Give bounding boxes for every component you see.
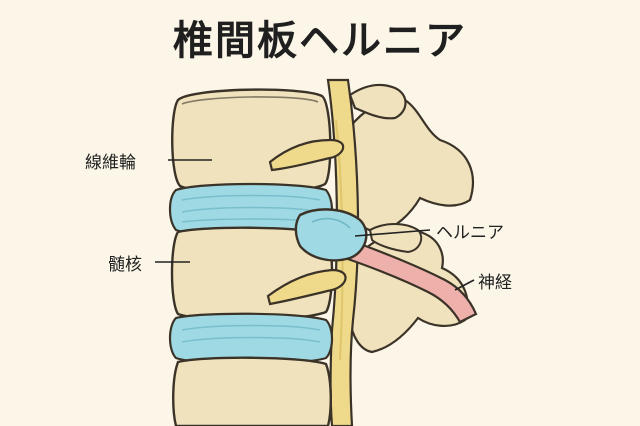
upper-vertebra (171, 88, 332, 194)
hernia-leader (354, 229, 431, 237)
lower-pedicle (266, 268, 347, 306)
label-nucleus: 髄核 (108, 255, 142, 275)
label-nerve: 神経 (478, 273, 512, 293)
lower-disc (168, 312, 334, 366)
nerve-leader (454, 279, 475, 291)
upper-pedicle (268, 138, 345, 172)
herniation-bulge (294, 208, 368, 262)
label-annulus: 線維輪 (85, 153, 136, 173)
page-title: 椎間板ヘルニア (173, 18, 467, 64)
label-hernia: ヘルニア (436, 223, 504, 243)
nerve-root (343, 236, 478, 324)
lower-vertebra (172, 356, 332, 426)
